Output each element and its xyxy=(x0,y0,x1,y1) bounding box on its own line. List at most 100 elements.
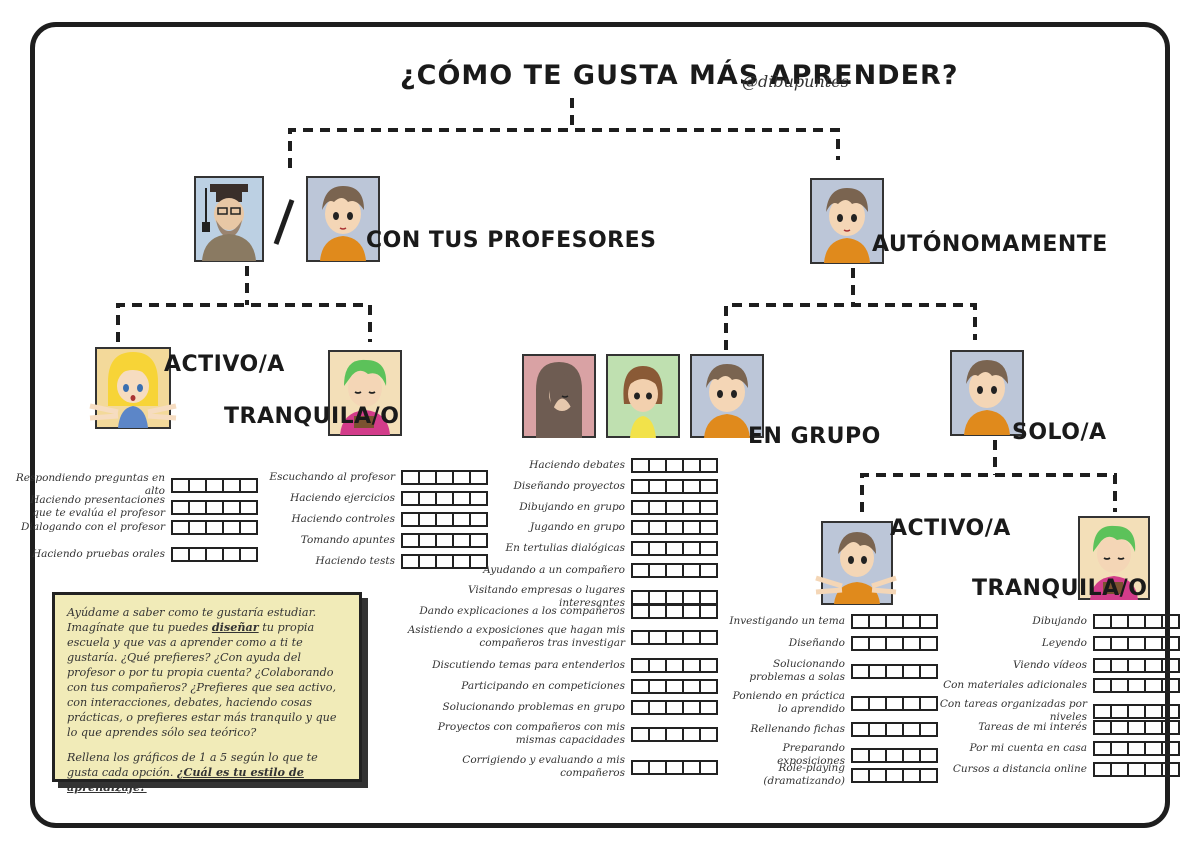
rating-box[interactable] xyxy=(1163,706,1178,717)
rating-box[interactable] xyxy=(1129,660,1146,671)
rating-box[interactable] xyxy=(887,638,904,649)
rating-box[interactable] xyxy=(684,502,701,513)
rating-box[interactable] xyxy=(667,591,684,603)
rating-box[interactable] xyxy=(684,460,701,471)
rating-box[interactable] xyxy=(667,660,684,671)
rating-box[interactable] xyxy=(1095,660,1112,671)
rating-box[interactable] xyxy=(1163,660,1178,671)
rating-box[interactable] xyxy=(667,522,684,533)
rating-box[interactable] xyxy=(1146,680,1163,691)
rating-box[interactable] xyxy=(853,749,870,761)
rating-box[interactable] xyxy=(1146,743,1163,754)
rating-box[interactable] xyxy=(1163,680,1178,691)
rating-box[interactable] xyxy=(853,638,870,649)
rating-box[interactable] xyxy=(173,501,190,513)
rating-box[interactable] xyxy=(921,616,936,627)
rating-box[interactable] xyxy=(437,535,454,546)
rating-box[interactable] xyxy=(870,724,887,735)
rating-box[interactable] xyxy=(650,728,667,740)
rating-box[interactable] xyxy=(207,549,224,560)
rating-box[interactable] xyxy=(437,493,454,504)
rating-box[interactable] xyxy=(887,697,904,709)
rating-box[interactable] xyxy=(1095,680,1112,691)
rating-box[interactable] xyxy=(173,522,190,533)
rating-box[interactable] xyxy=(650,565,667,576)
rating-box[interactable] xyxy=(684,660,701,671)
rating-box[interactable] xyxy=(701,660,716,671)
rating-box[interactable] xyxy=(633,522,650,533)
rating-box[interactable] xyxy=(633,543,650,554)
rating-box[interactable] xyxy=(650,460,667,471)
rating-box[interactable] xyxy=(701,565,716,576)
rating-box[interactable] xyxy=(921,698,936,709)
rating-box[interactable] xyxy=(633,631,650,643)
rating-box[interactable] xyxy=(224,549,241,560)
rating-box[interactable] xyxy=(1163,616,1178,627)
rating-box[interactable] xyxy=(667,681,684,692)
rating-box[interactable] xyxy=(650,502,667,513)
rating-box[interactable] xyxy=(1112,680,1129,691)
rating-box[interactable] xyxy=(633,606,650,617)
rating-box[interactable] xyxy=(1163,722,1178,733)
rating-box[interactable] xyxy=(207,522,224,533)
rating-box[interactable] xyxy=(650,522,667,533)
rating-box[interactable] xyxy=(1146,722,1163,733)
rating-box[interactable] xyxy=(454,556,471,567)
rating-box[interactable] xyxy=(437,514,454,525)
rating-box[interactable] xyxy=(454,493,471,504)
rating-box[interactable] xyxy=(1129,616,1146,627)
rating-box[interactable] xyxy=(701,592,716,603)
rating-box[interactable] xyxy=(420,535,437,546)
rating-box[interactable] xyxy=(701,606,716,617)
rating-box[interactable] xyxy=(633,761,650,773)
rating-box[interactable] xyxy=(904,724,921,735)
rating-box[interactable] xyxy=(853,616,870,627)
rating-box[interactable] xyxy=(701,702,716,713)
rating-box[interactable] xyxy=(1095,743,1112,754)
rating-box[interactable] xyxy=(224,479,241,491)
rating-box[interactable] xyxy=(667,502,684,513)
rating-box[interactable] xyxy=(1163,764,1178,775)
rating-box[interactable] xyxy=(207,479,224,491)
rating-box[interactable] xyxy=(921,724,936,735)
rating-box[interactable] xyxy=(921,666,936,677)
rating-box[interactable] xyxy=(403,514,420,525)
rating-box[interactable] xyxy=(1129,705,1146,717)
rating-box[interactable] xyxy=(633,681,650,692)
rating-box[interactable] xyxy=(701,481,716,492)
rating-box[interactable] xyxy=(701,522,716,533)
rating-box[interactable] xyxy=(684,522,701,533)
rating-box[interactable] xyxy=(1112,722,1129,733)
rating-box[interactable] xyxy=(190,479,207,491)
rating-box[interactable] xyxy=(853,769,870,781)
rating-box[interactable] xyxy=(921,638,936,649)
rating-box[interactable] xyxy=(190,549,207,560)
rating-box[interactable] xyxy=(650,631,667,643)
rating-box[interactable] xyxy=(403,493,420,504)
rating-box[interactable] xyxy=(1112,743,1129,754)
rating-box[interactable] xyxy=(684,728,701,740)
rating-box[interactable] xyxy=(904,616,921,627)
rating-box[interactable] xyxy=(701,681,716,692)
rating-box[interactable] xyxy=(650,481,667,492)
rating-box[interactable] xyxy=(701,502,716,513)
rating-box[interactable] xyxy=(1095,705,1112,717)
rating-box[interactable] xyxy=(904,697,921,709)
rating-box[interactable] xyxy=(684,543,701,554)
rating-box[interactable] xyxy=(454,472,471,483)
rating-box[interactable] xyxy=(667,631,684,643)
rating-box[interactable] xyxy=(1146,616,1163,627)
rating-box[interactable] xyxy=(403,556,420,567)
rating-box[interactable] xyxy=(870,665,887,677)
rating-box[interactable] xyxy=(684,565,701,576)
rating-box[interactable] xyxy=(1112,660,1129,671)
rating-box[interactable] xyxy=(701,762,716,773)
rating-box[interactable] xyxy=(684,681,701,692)
rating-box[interactable] xyxy=(870,769,887,781)
rating-box[interactable] xyxy=(650,591,667,603)
rating-box[interactable] xyxy=(684,591,701,603)
rating-box[interactable] xyxy=(904,749,921,761)
rating-box[interactable] xyxy=(684,631,701,643)
rating-box[interactable] xyxy=(887,616,904,627)
rating-box[interactable] xyxy=(650,543,667,554)
